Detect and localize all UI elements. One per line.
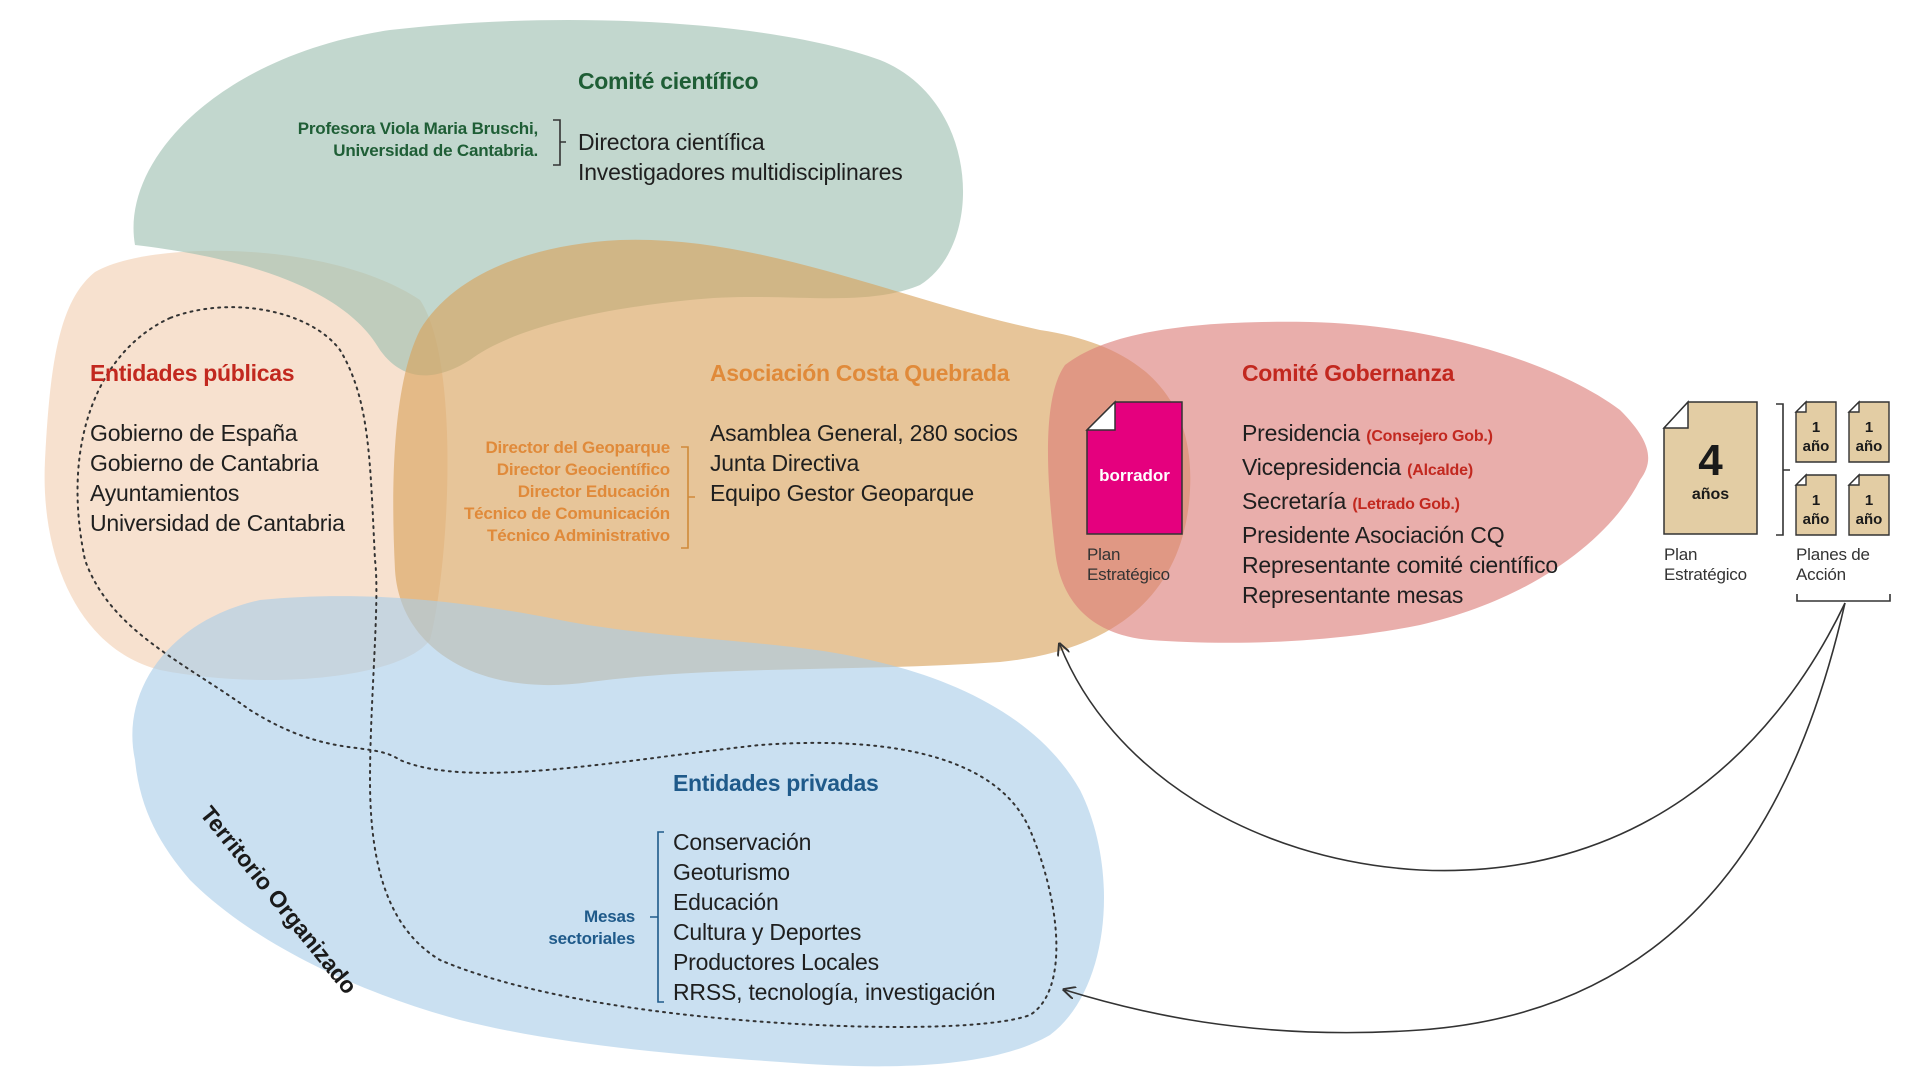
entidades-publicas-list: Gobierno de España Gobierno de Cantabria… (90, 418, 345, 538)
list-item: Vicepresidencia (Alcalde) (1242, 454, 1473, 480)
borrador-caption-line1: Plan (1087, 545, 1121, 564)
entidades-privadas-list: Conservación Geoturismo Educación Cultur… (673, 827, 996, 1007)
list-item: Gobierno de España (90, 420, 298, 446)
list-item: Ayuntamientos (90, 480, 240, 506)
staff-item: Técnico de Comunicación (463, 504, 670, 523)
list-item: Presidencia (Consejero Gob.) (1242, 420, 1493, 446)
bracket-asociacion-staff (681, 446, 695, 549)
planes-accion-doc-1 (1794, 400, 1837, 463)
mesas-line1: Mesas (584, 907, 635, 926)
mesas-line2: sectoriales (548, 929, 635, 948)
comite-gobernanza-list: Presidencia (Consejero Gob.) Vicepreside… (1242, 418, 1558, 610)
bracket-planes-accion (1776, 403, 1790, 536)
blob-entidades-privadas (132, 596, 1104, 1067)
list-item: Secretaría (Letrado Gob.) (1242, 488, 1460, 514)
list-item: Equipo Gestor Geoparque (710, 480, 974, 506)
bracket-planes-accion-bottom (1796, 594, 1891, 602)
comite-cientifico-person-affiliation: Universidad de Cantabria. (333, 141, 538, 160)
list-item: Cultura y Deportes (673, 919, 862, 945)
role-tag: (Consejero Gob.) (1366, 428, 1493, 445)
borrador-label: borrador (1099, 466, 1170, 485)
entidades-privadas-title: Entidades privadas (673, 770, 879, 796)
asociacion-staff-list: Director del Geoparque Director Geocient… (400, 437, 670, 547)
list-item: Gobierno de Cantabria (90, 450, 319, 476)
bracket-mesas-sectoriales (650, 831, 664, 1003)
staff-item: Director Educación (517, 482, 670, 501)
list-item: Representante comité científico (1242, 552, 1558, 578)
list-item: Representante mesas (1242, 582, 1464, 608)
plan-estrategico-caption-line1: Plan (1664, 545, 1698, 564)
territorio-organizado-boundary (76, 306, 1058, 1028)
comite-cientifico-person: Profesora Viola Maria Bruschi, Universid… (255, 118, 538, 162)
list-item: Directora científica (578, 129, 765, 155)
staff-item: Técnico Administrativo (487, 526, 670, 545)
comite-cientifico-list: Directora científica Investigadores mult… (578, 127, 903, 187)
comite-cientifico-title: Comité científico (578, 68, 759, 94)
asociacion-list: Asamblea General, 280 socios Junta Direc… (710, 418, 1018, 508)
list-item: Presidente Asociación CQ (1242, 522, 1505, 548)
plan-estrategico-number: 4 (1698, 436, 1723, 485)
planes-accion-doc-2 (1847, 400, 1890, 463)
planes-accion-caption: Planes de Acción (1796, 545, 1870, 585)
borrador-caption-line2: Estratégico (1087, 565, 1170, 584)
borrador-caption: Plan Estratégico (1087, 545, 1170, 585)
role-tag: (Alcalde) (1407, 462, 1473, 479)
list-item: RRSS, tecnología, investigación (673, 979, 996, 1005)
plan-estrategico-caption-line2: Estratégico (1664, 565, 1747, 584)
staff-item: Director Geocientífico (496, 460, 670, 479)
comite-cientifico-person-name: Profesora Viola Maria Bruschi, (297, 119, 538, 138)
planes-accion-caption-line1: Planes de (1796, 545, 1870, 564)
list-item: Educación (673, 889, 779, 915)
borrador-document-fold (1085, 400, 1116, 431)
blob-asociacion-costa-quebrada (393, 239, 1191, 686)
plan-estrategico-document-fold (1662, 400, 1689, 429)
list-item: Investigadores multidisciplinares (578, 159, 903, 185)
entidades-publicas-title: Entidades públicas (90, 360, 295, 386)
bracket-comite-cientifico (553, 119, 566, 166)
arrow-to-borrador (1060, 602, 1846, 872)
staff-item: Director del Geoparque (485, 438, 670, 457)
list-item: Asamblea General, 280 socios (710, 420, 1018, 446)
arrow-to-entidades-privadas (1065, 602, 1846, 1034)
planes-accion-doc-3 (1794, 473, 1837, 536)
asociacion-title: Asociación Costa Quebrada (710, 360, 1010, 386)
list-item: Universidad de Cantabria (90, 510, 345, 536)
role-tag: (Letrado Gob.) (1352, 496, 1460, 513)
blob-comite-gobernanza (1047, 321, 1649, 643)
plan-estrategico-caption: Plan Estratégico (1664, 545, 1747, 585)
mesas-sectoriales-label: Mesas sectoriales (520, 906, 635, 950)
planes-accion-caption-line2: Acción (1796, 565, 1846, 584)
blob-entidades-publicas (44, 250, 448, 681)
comite-gobernanza-title: Comité Gobernanza (1242, 360, 1455, 386)
list-item: Geoturismo (673, 859, 790, 885)
list-item: Junta Directiva (710, 450, 860, 476)
plan-estrategico-unit: años (1691, 486, 1730, 503)
list-item: Productores Locales (673, 949, 879, 975)
planes-accion-doc-4 (1847, 473, 1890, 536)
list-item: Conservación (673, 829, 812, 855)
